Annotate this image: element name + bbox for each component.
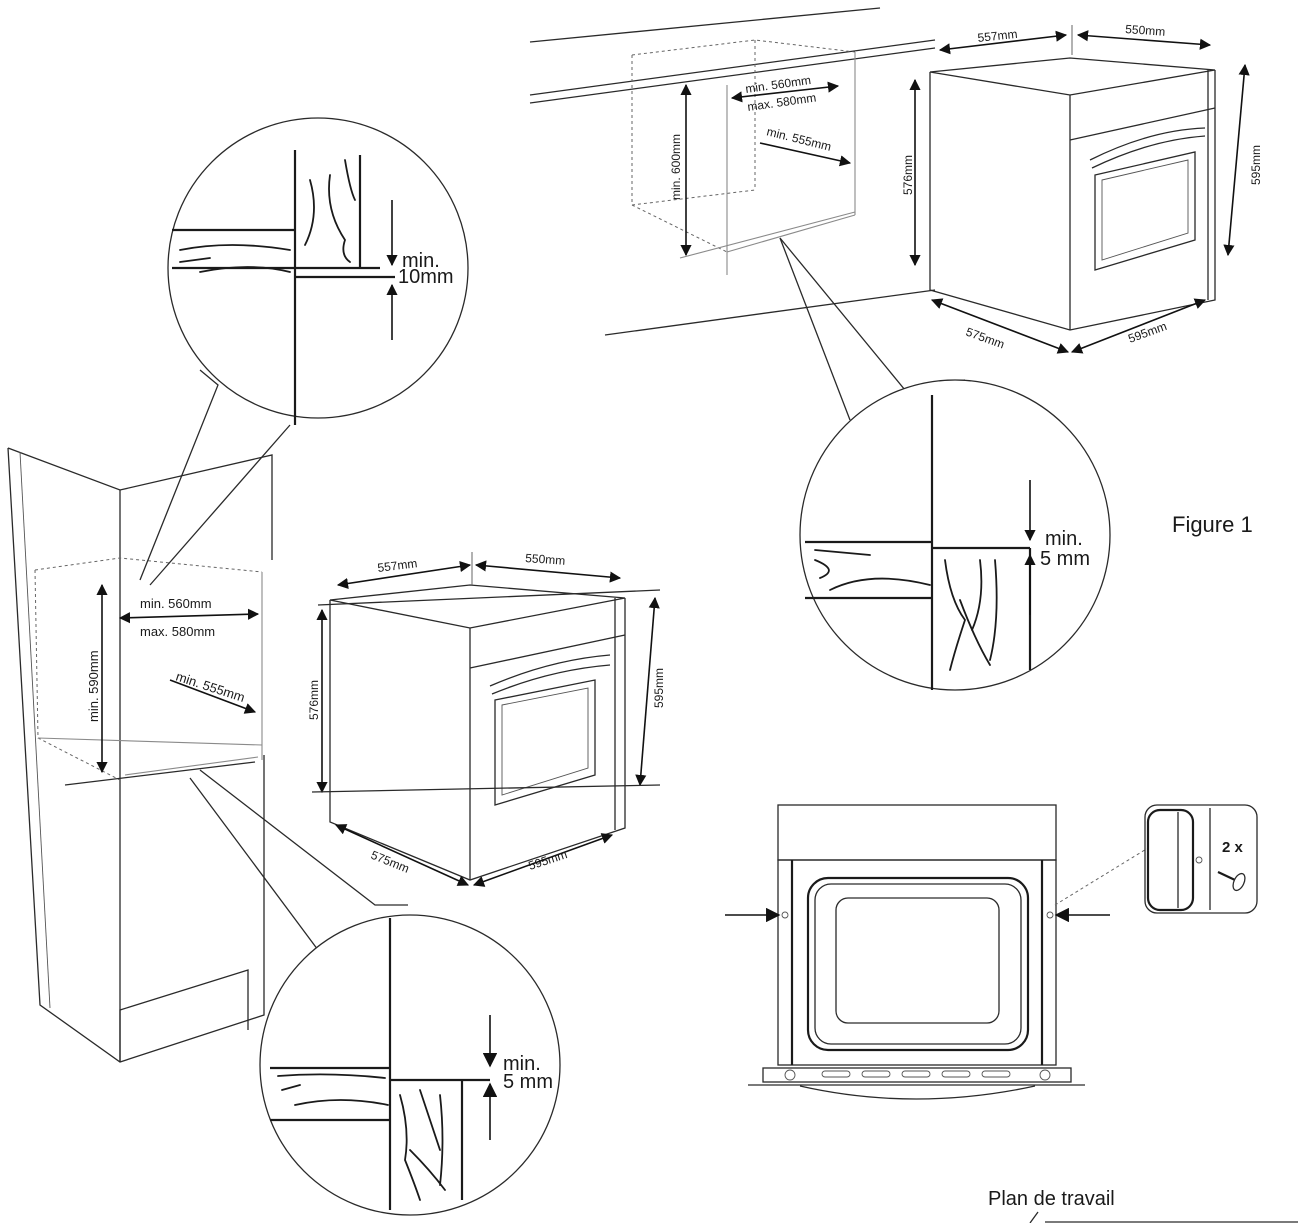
column-niche-width-min-label: min. 560mm bbox=[140, 596, 212, 611]
top-gap-detail: min. 5 mm bbox=[779, 237, 1111, 691]
top-gap-min-label: min. bbox=[1045, 528, 1083, 550]
worktop-label: Plan de travail bbox=[988, 1188, 1115, 1210]
top-oven-depth-label: 557mm bbox=[977, 27, 1018, 45]
screw-inset: 2 x bbox=[1144, 804, 1258, 914]
top-oven-side-depth-label: 575mm bbox=[964, 325, 1006, 352]
worktop-callout: Plan de travail bbox=[988, 1188, 1298, 1223]
column-niche-width-max-label: max. 580mm bbox=[140, 624, 215, 639]
top-niche-depth-arrow bbox=[759, 142, 852, 167]
top-niche-width-arrow bbox=[730, 81, 840, 103]
mid-oven-front-width-label: 595mm bbox=[527, 847, 569, 873]
mid-oven-front-height-label: 595mm bbox=[652, 668, 666, 708]
column-bottom-gap-value-label: 5 mm bbox=[503, 1071, 553, 1093]
top-niche-height-label: min. 600mm bbox=[669, 134, 683, 200]
front-view-vents bbox=[784, 1069, 1051, 1081]
mid-oven-width-label: 550mm bbox=[525, 551, 566, 568]
top-niche-depth-label: min. 555mm bbox=[765, 124, 832, 154]
column-bottom-gap-min-label: min. bbox=[503, 1053, 541, 1075]
figure-title: Figure 1 bbox=[1172, 512, 1253, 537]
top-oven-width-label: 550mm bbox=[1125, 22, 1166, 39]
screw-icon bbox=[1217, 871, 1246, 892]
column-gap-detail-bottom: min. 5 mm bbox=[189, 769, 561, 1216]
top-installation: min. 600mm min. 560mm max. 580mm min. 55… bbox=[529, 7, 936, 336]
column-installation: min. 590mm min. 560mm max. 580mm min. 55… bbox=[7, 447, 273, 1063]
column-top-gap-min-label: min. bbox=[402, 250, 440, 272]
right-screw-hole bbox=[1046, 911, 1054, 919]
mid-oven-side-depth-label: 575mm bbox=[369, 848, 411, 876]
front-view-oven bbox=[725, 804, 1149, 1100]
column-niche-height-label: min. 590mm bbox=[86, 650, 101, 722]
inset-screw-hole bbox=[1195, 856, 1203, 864]
left-screw-hole bbox=[781, 911, 789, 919]
mid-oven-depth-label: 557mm bbox=[377, 556, 418, 575]
top-gap-value-label: 5 mm bbox=[1040, 548, 1090, 570]
column-gap-detail-top: min. 10mm bbox=[139, 117, 469, 586]
screw-count-label: 2 x bbox=[1222, 839, 1244, 856]
mid-oven: 557mm 550mm 576mm 595mm 575mm 595mm bbox=[307, 551, 666, 887]
top-oven-body-height-label: 576mm bbox=[901, 155, 915, 195]
top-oven: 557mm 550mm 576mm 595mm 575mm 595mm bbox=[901, 22, 1263, 354]
column-niche-depth-label: min. 555mm bbox=[174, 669, 247, 705]
mid-oven-body-height-label: 576mm bbox=[307, 680, 321, 720]
column-top-gap-value-label: 10mm bbox=[398, 266, 454, 288]
top-oven-front-height-label: 595mm bbox=[1249, 145, 1263, 185]
